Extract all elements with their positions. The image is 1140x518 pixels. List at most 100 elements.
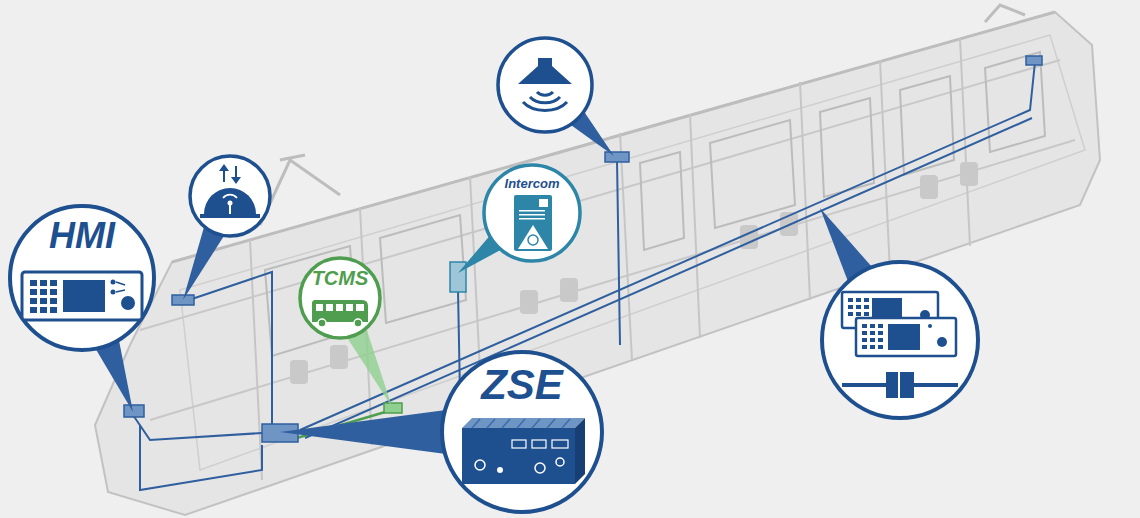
arrow-head <box>219 164 229 171</box>
led <box>111 280 116 285</box>
fin <box>532 419 540 428</box>
key <box>30 280 37 286</box>
key <box>878 324 883 328</box>
key <box>856 312 861 316</box>
windows <box>265 52 1045 356</box>
connectors <box>475 440 568 473</box>
key <box>30 298 37 304</box>
plug <box>886 372 913 398</box>
zse-device-icon <box>462 418 585 484</box>
tram-body <box>95 5 1100 515</box>
joint <box>800 82 810 300</box>
seat <box>290 360 308 384</box>
keypad <box>862 324 883 349</box>
knob <box>121 296 135 310</box>
hmi-callout: HMI <box>10 206 154 350</box>
arrow-head <box>231 177 241 184</box>
seat <box>920 175 938 199</box>
window-line <box>150 140 1075 420</box>
wire <box>140 425 262 490</box>
keypad <box>30 280 57 313</box>
speaker-grille <box>519 210 545 220</box>
port <box>512 440 526 448</box>
key <box>870 331 875 335</box>
bus-window <box>346 304 353 311</box>
key <box>864 312 869 316</box>
key <box>878 331 883 335</box>
intercom-icon <box>514 195 552 251</box>
callout-wedges <box>59 73 924 464</box>
speaker-device <box>1026 56 1042 65</box>
round-connector <box>535 463 545 473</box>
case-side <box>575 418 585 484</box>
tram-shell <box>95 12 1100 515</box>
callout-label: ZSE <box>442 364 602 406</box>
window <box>640 152 684 250</box>
seat <box>960 162 978 186</box>
port <box>552 440 568 448</box>
antenna-dome <box>204 188 256 214</box>
key <box>40 280 47 286</box>
bus-window <box>336 304 343 311</box>
fin <box>562 419 570 428</box>
intercom-panel <box>514 195 552 251</box>
callout-circles <box>10 38 978 512</box>
key <box>848 312 853 316</box>
led <box>497 467 503 473</box>
speaker-bell <box>518 58 572 84</box>
key <box>50 298 57 304</box>
antenna-base <box>200 214 260 218</box>
bus-wheel <box>318 319 326 327</box>
bus-wheel <box>354 319 362 327</box>
pantograph-head <box>280 155 305 160</box>
knob <box>937 337 947 347</box>
key <box>848 298 853 302</box>
antenna-icon <box>200 164 260 218</box>
key <box>856 298 861 302</box>
key <box>40 298 47 304</box>
seat <box>520 290 538 314</box>
hmi-device <box>124 405 144 417</box>
bus-window <box>326 304 333 311</box>
joint <box>620 133 632 360</box>
fin <box>472 419 480 428</box>
key <box>856 305 861 309</box>
sound-arc <box>523 102 567 110</box>
round-connector <box>556 458 564 466</box>
wiring <box>133 62 1035 490</box>
dual-hmi-icon <box>842 292 958 399</box>
hmi-panel-icon <box>22 272 142 320</box>
key <box>878 345 883 349</box>
grille-line <box>519 218 545 220</box>
joint <box>960 38 970 246</box>
wire <box>183 272 272 428</box>
wire <box>617 160 620 345</box>
panel-frame <box>22 272 142 320</box>
key <box>864 305 869 309</box>
key <box>862 338 867 342</box>
pantograph-arm <box>260 160 340 225</box>
callout-label: HMI <box>10 218 154 254</box>
bus-window <box>356 304 364 311</box>
panel-frame <box>856 318 956 356</box>
joint <box>690 114 700 338</box>
plug-gap <box>898 371 900 399</box>
tram-side <box>180 35 1085 470</box>
keypad <box>848 298 869 316</box>
key <box>30 289 37 295</box>
call-button <box>528 235 538 245</box>
socket <box>887 372 914 398</box>
seat <box>560 278 578 302</box>
fin <box>547 419 555 428</box>
wire <box>300 62 1035 430</box>
joint <box>880 60 890 273</box>
call-button-frame <box>518 225 548 249</box>
wire <box>305 118 1032 438</box>
pantograph <box>260 5 1025 225</box>
key <box>50 289 57 295</box>
intercom-logo <box>539 199 548 207</box>
screen <box>63 280 105 312</box>
roof-line <box>172 12 1055 262</box>
antenna-circle <box>190 156 270 236</box>
